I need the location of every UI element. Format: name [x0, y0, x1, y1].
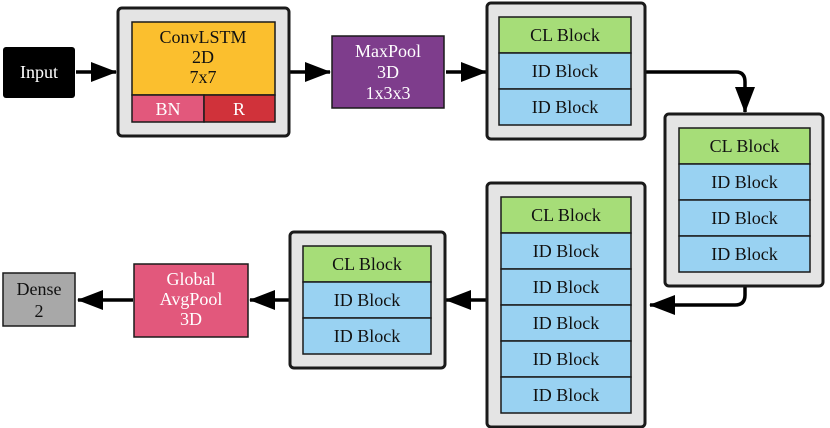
convlstm-line1: ConvLSTM: [159, 27, 246, 47]
id-block-label: ID Block: [532, 61, 599, 81]
id-block-box: [498, 88, 632, 126]
id-block-label: ID Block: [533, 349, 600, 369]
id-block-label: ID Block: [533, 277, 600, 297]
id-block-box: [302, 317, 432, 355]
maxpool-node: MaxPool 3D 1x3x3: [331, 35, 445, 109]
maxpool-line2: 3D: [377, 62, 399, 82]
global-avgpool-line1: Global: [167, 269, 216, 289]
global-avgpool-node: Global AvgPool 3D: [133, 263, 249, 338]
convlstm-box: [131, 21, 276, 96]
id-block-box: [500, 340, 632, 378]
dense-box: [2, 272, 76, 327]
arrow-group1-to-group2: [646, 70, 755, 113]
id-block-box: [678, 163, 811, 201]
r-label: R: [233, 99, 245, 119]
id-block-label: ID Block: [533, 385, 600, 405]
cl-block-label: CL Block: [531, 205, 601, 225]
id-block-box: [302, 281, 432, 319]
residual-block-groups: CL Block ID Block ID Block CL Block ID Block…: [288, 1, 825, 428]
global-avgpool-line3: 3D: [180, 309, 202, 329]
global-avgpool-box: [133, 263, 249, 338]
id-block-label: ID Block: [533, 241, 600, 261]
cl-block-box: [302, 245, 432, 283]
cl-block-label: CL Block: [530, 25, 600, 45]
id-block-label: ID Block: [711, 172, 778, 192]
arrow-group2-to-group3: [649, 286, 747, 315]
convlstm-line3: 7x7: [190, 67, 217, 87]
cl-block-box: [498, 16, 632, 54]
id-block-box: [500, 304, 632, 342]
block-group-2: CL Block ID Block ID Block ID Block: [663, 112, 825, 288]
dense-node: Dense 2: [2, 272, 76, 327]
maxpool-box: [331, 35, 445, 109]
id-block-label: ID Block: [334, 326, 401, 346]
bn-box: [131, 94, 205, 123]
convlstm-line2: 2D: [192, 47, 214, 67]
input-label: Input: [20, 62, 58, 82]
id-block-label: ID Block: [711, 208, 778, 228]
dense-line2: 2: [35, 301, 44, 321]
block-group-4: CL Block ID Block ID Block: [288, 230, 447, 370]
id-block-label: ID Block: [334, 290, 401, 310]
global-avgpool-line2: AvgPool: [160, 289, 223, 309]
id-block-box: [678, 235, 811, 273]
maxpool-line1: MaxPool: [355, 41, 421, 61]
block-group-3: CL Block ID Block ID Block ID Block ID Block…: [485, 181, 647, 428]
id-block-box: [500, 376, 632, 414]
block-group-1: CL Block ID Block ID Block: [485, 1, 647, 141]
input-box: [3, 47, 75, 98]
input-node: Input: [3, 47, 75, 98]
id-block-box: [498, 52, 632, 90]
maxpool-line3: 1x3x3: [366, 83, 411, 103]
id-block-label: ID Block: [532, 97, 599, 117]
cl-block-label: CL Block: [332, 254, 402, 274]
bn-label: BN: [155, 99, 180, 119]
id-block-box: [500, 232, 632, 270]
id-block-label: ID Block: [533, 313, 600, 333]
dense-line1: Dense: [17, 279, 62, 299]
cl-block-box: [500, 196, 632, 234]
id-block-box: [500, 268, 632, 306]
id-block-label: ID Block: [711, 244, 778, 264]
r-box: [203, 94, 276, 123]
cl-block-label: CL Block: [710, 136, 780, 156]
convlstm-group: ConvLSTM 2D 7x7 BN R: [116, 6, 291, 138]
